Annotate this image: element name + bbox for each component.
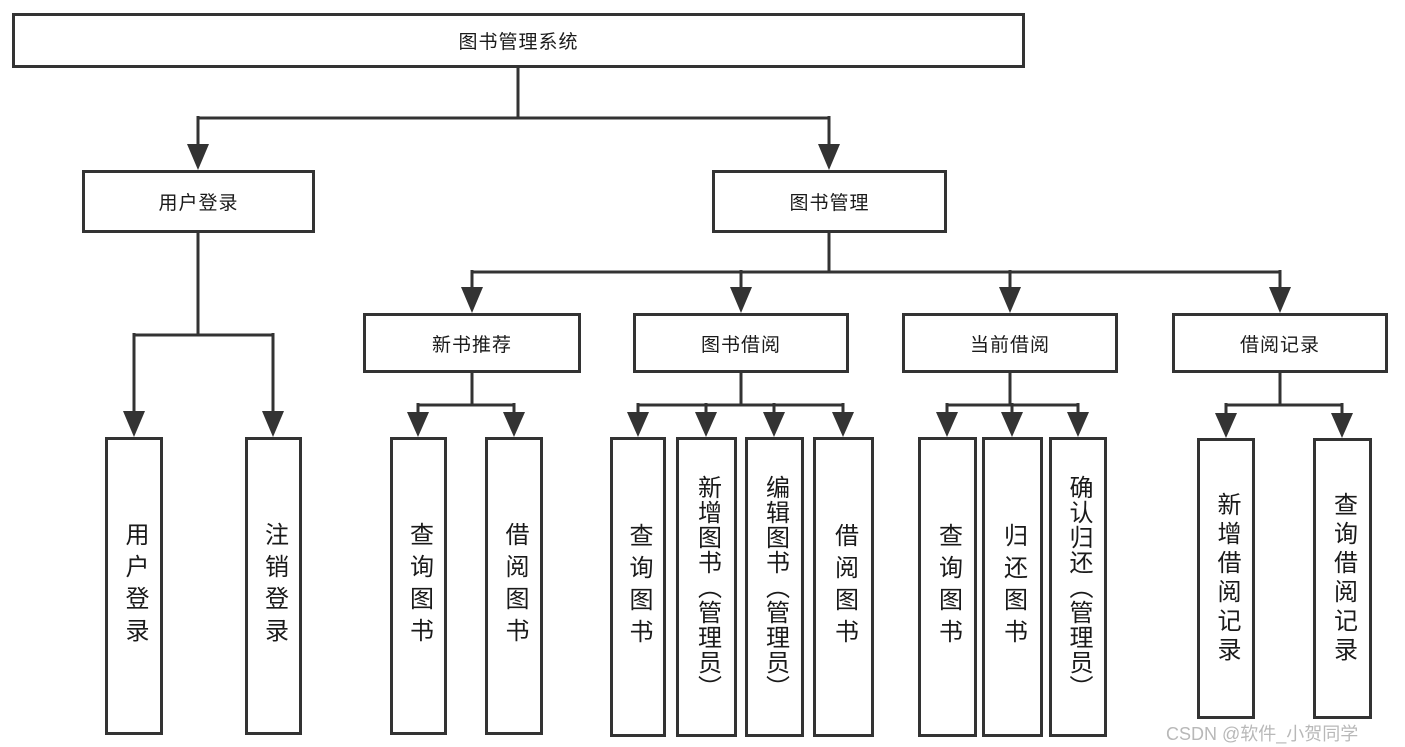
leaf-label: 借阅图书 <box>501 522 528 650</box>
leaf-label: 查询借阅记录 <box>1329 491 1357 666</box>
leaf-label: 查询图书 <box>934 523 962 651</box>
leaf-label: 归还图书 <box>999 523 1027 651</box>
node-label: 图书管理系统 <box>458 32 579 53</box>
node-label: 图书借阅 <box>700 334 781 356</box>
leaf-label: 新增图书（管理员） <box>693 474 721 700</box>
node-label: 用户登录 <box>158 193 239 214</box>
node-user-login: 用户登录 <box>82 170 315 233</box>
leaf-logout: 注销登录 <box>245 437 302 735</box>
csdn-watermark: CSDN @软件_小贺同学 <box>1166 724 1359 744</box>
leaf-label: 查询图书 <box>625 523 652 651</box>
connector-currentborrow-to-leaves <box>936 373 1089 437</box>
leaf-query-books: 查询图书 <box>918 437 977 737</box>
leaf-query-books: 查询图书 <box>390 437 447 735</box>
leaf-label: 确认归还（管理员） <box>1065 474 1092 700</box>
leaf-label: 编辑图书（管理员） <box>761 474 789 700</box>
connector-userlogin-to-leaves <box>123 233 284 437</box>
node-book-borrow: 图书借阅 <box>633 313 849 373</box>
leaf-add-borrow-record: 新增借阅记录 <box>1197 438 1255 719</box>
leaf-query-books: 查询图书 <box>610 437 666 737</box>
leaf-label: 查询图书 <box>405 522 433 650</box>
leaf-edit-books-admin: 编辑图书（管理员） <box>745 437 804 737</box>
leaf-label: 新增借阅记录 <box>1213 491 1240 666</box>
leaf-return-books: 归还图书 <box>982 437 1043 737</box>
node-library-management-system: 图书管理系统 <box>12 13 1025 68</box>
connector-bookmgmt-to-level3 <box>461 233 1291 313</box>
node-new-book-recommend: 新书推荐 <box>363 313 581 373</box>
leaf-label: 用户登录 <box>121 522 148 650</box>
node-label: 当前借阅 <box>969 334 1050 356</box>
node-label: 借阅记录 <box>1239 334 1320 356</box>
node-label: 新书推荐 <box>431 334 512 356</box>
leaf-label: 注销登录 <box>260 522 288 650</box>
leaf-confirm-return-admin: 确认归还（管理员） <box>1049 437 1107 737</box>
node-current-borrow: 当前借阅 <box>902 313 1118 373</box>
connector-root-to-level2 <box>187 68 840 170</box>
leaf-user-login: 用户登录 <box>105 437 163 735</box>
connector-bookborrow-to-leaves <box>627 373 854 437</box>
leaf-add-books-admin: 新增图书（管理员） <box>676 437 737 737</box>
connector-newbook-to-leaves <box>407 373 525 437</box>
node-book-management: 图书管理 <box>712 170 947 233</box>
leaf-borrow-books: 借阅图书 <box>813 437 874 737</box>
leaf-query-borrow-record: 查询借阅记录 <box>1313 438 1372 719</box>
node-label: 图书管理 <box>789 193 870 214</box>
connector-records-to-leaves <box>1215 373 1353 438</box>
node-borrow-records: 借阅记录 <box>1172 313 1388 373</box>
leaf-label: 借阅图书 <box>830 523 858 651</box>
leaf-borrow-books: 借阅图书 <box>485 437 543 735</box>
